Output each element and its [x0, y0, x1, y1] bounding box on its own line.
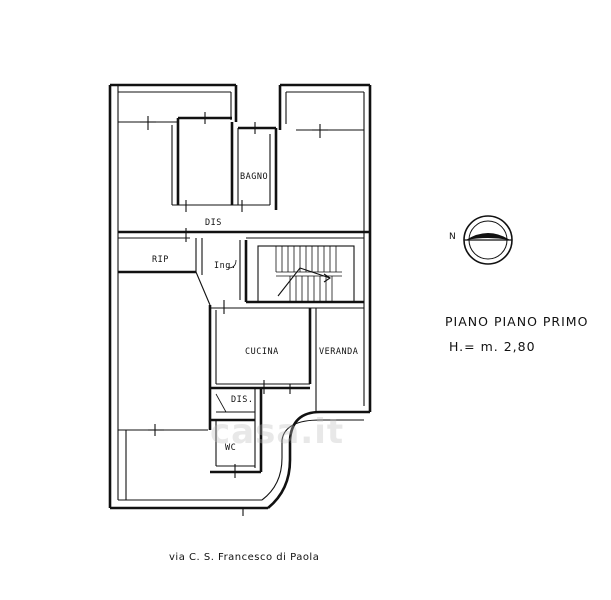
- room-label-bagno: BAGNO: [240, 172, 268, 182]
- room-label-dis-upper: DIS: [205, 218, 222, 228]
- ceiling-height: H.= m. 2,80: [449, 339, 536, 354]
- opening-marks: [140, 112, 328, 516]
- room-label-cucina: CUCINA: [245, 347, 279, 357]
- room-label-wc: WC: [225, 443, 236, 453]
- room-label-rip: RIP: [152, 255, 169, 265]
- watermark-logo: casa.it: [210, 412, 345, 452]
- street-label: via C. S. Francesco di Paola: [169, 552, 320, 563]
- compass-icon: [463, 215, 513, 265]
- room-label-dis-lower: DIS.: [231, 395, 253, 405]
- plan-title: PIANO PIANO PRIMO: [445, 314, 589, 329]
- staircase: [275, 246, 342, 302]
- room-labels: BAGNO DIS RIP Ing. CUCINA VERANDA DIS. W…: [152, 172, 358, 453]
- room-label-veranda: VERANDA: [319, 347, 358, 357]
- compass-north-label: N: [449, 232, 456, 242]
- room-label-ing: Ing.: [214, 261, 236, 271]
